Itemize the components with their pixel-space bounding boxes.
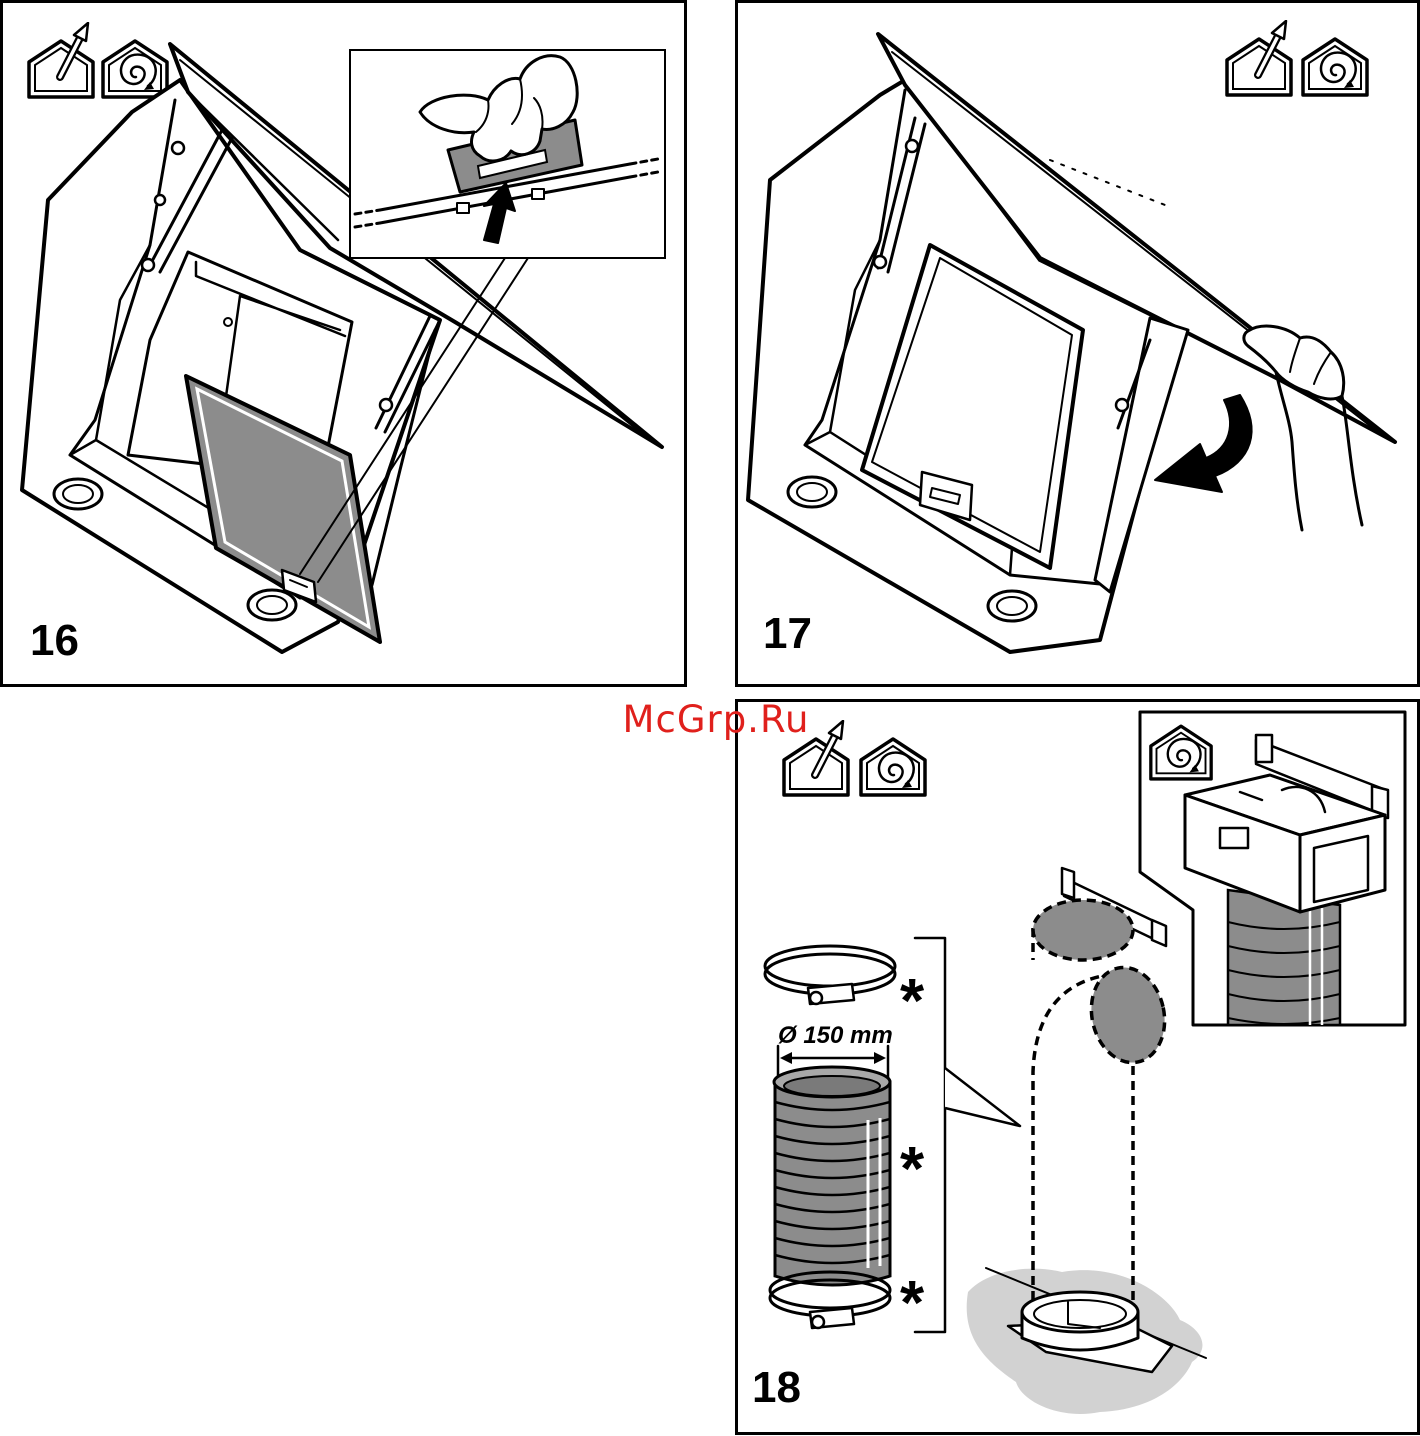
light-ring bbox=[988, 591, 1036, 621]
light-ring bbox=[248, 590, 296, 620]
duct-body bbox=[775, 1082, 890, 1285]
optional-part-asterisk: * bbox=[900, 967, 925, 1036]
hinge-bracket bbox=[874, 256, 886, 268]
duct-top-opening bbox=[784, 1076, 880, 1096]
rail-clip bbox=[532, 189, 544, 199]
panel-18: Ø 150 mm * * * bbox=[737, 701, 1419, 1434]
clamp-screw-head bbox=[810, 992, 822, 1004]
step-number-17: 17 bbox=[763, 609, 812, 658]
duct-diameter-label: Ø 150 mm bbox=[778, 1022, 893, 1049]
hinge-bracket bbox=[155, 195, 165, 205]
flexible-duct-150mm bbox=[774, 1067, 890, 1285]
detail-inset-16 bbox=[350, 50, 665, 258]
step-number-16: 16 bbox=[30, 616, 79, 665]
panel-16: 16 bbox=[2, 2, 686, 686]
optional-part-asterisk: * bbox=[900, 1135, 925, 1204]
hinge-bracket bbox=[380, 399, 392, 411]
hinge-bracket bbox=[1116, 399, 1128, 411]
light-ring bbox=[788, 477, 836, 507]
panel-17: 17 bbox=[737, 2, 1419, 686]
light-ring bbox=[54, 479, 102, 509]
watermark: McGrp.Ru bbox=[623, 698, 810, 741]
hinge-bracket bbox=[172, 142, 184, 154]
clamp-screw-head bbox=[812, 1316, 824, 1328]
duct-opening-top bbox=[1033, 900, 1133, 960]
step-number-18: 18 bbox=[752, 1363, 801, 1412]
filter-box-clip bbox=[1220, 828, 1248, 848]
optional-part-asterisk: * bbox=[900, 1269, 925, 1338]
rail-clip bbox=[457, 203, 469, 213]
hinge-bracket bbox=[142, 259, 154, 271]
hinge-bracket bbox=[906, 140, 918, 152]
